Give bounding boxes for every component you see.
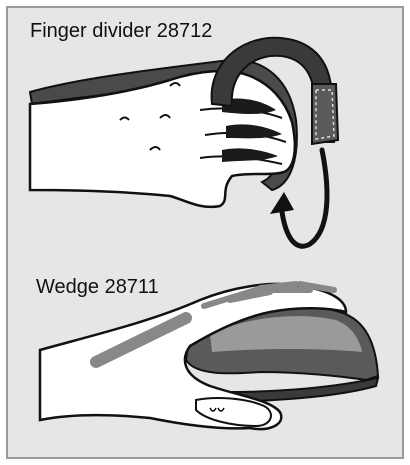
wedge-label: Wedge 28711	[36, 276, 159, 298]
finger-divider-label: Finger divider 28712	[30, 20, 212, 42]
arrow-head	[270, 192, 294, 214]
wedge-illustration	[40, 284, 378, 429]
finger-divider-illustration	[30, 38, 338, 246]
